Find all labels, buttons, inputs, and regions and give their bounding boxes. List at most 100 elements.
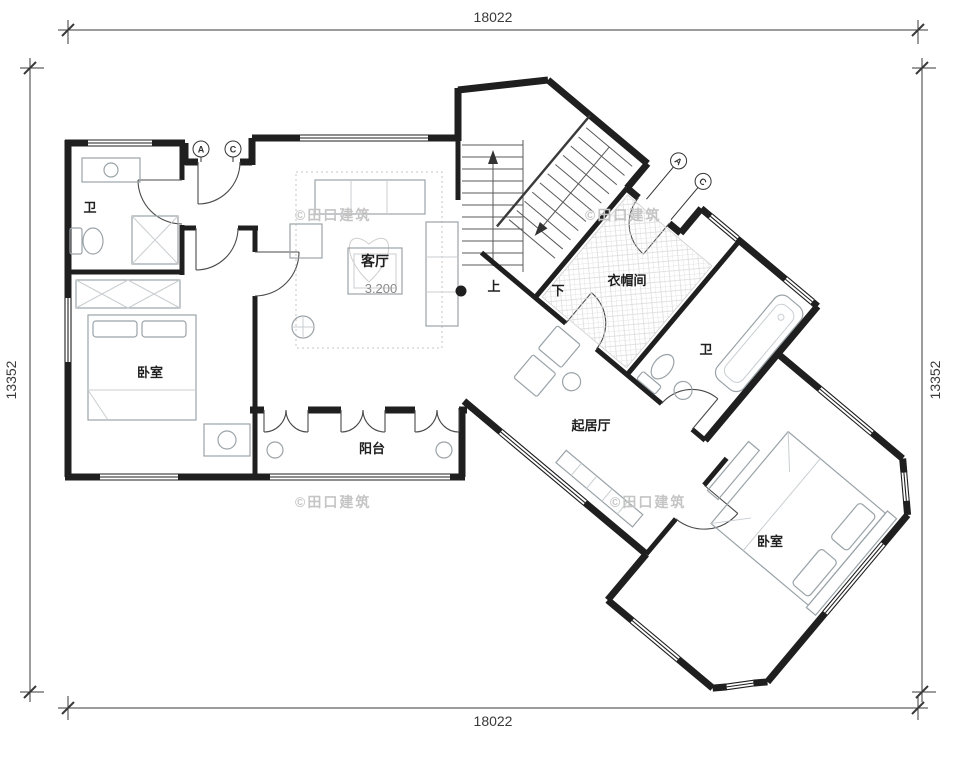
- toilet-bowl: [82, 227, 104, 255]
- room-label-bath-right: 卫: [699, 342, 712, 357]
- sideboard: [555, 449, 644, 528]
- wardrobe-hatch: [75, 279, 181, 309]
- dimension-right: 13352: [912, 58, 943, 702]
- interior-walls: [65, 140, 461, 477]
- stair-label-up: 上: [487, 279, 500, 294]
- coffee-table: [347, 247, 403, 295]
- section-mark-a: A: [673, 155, 685, 167]
- down-arrow-line: [540, 146, 610, 229]
- room-label-cloakroom: 衣帽间: [607, 273, 646, 288]
- dimension-left-value: 13352: [3, 360, 19, 399]
- stairs-down-flight: [496, 114, 633, 259]
- sideboard-detail: [570, 462, 628, 515]
- stairs-up-flight: [462, 140, 524, 272]
- section-mark-c: C: [230, 145, 237, 155]
- wing-interior-walls: [479, 186, 742, 556]
- dimension-top-value: 18022: [474, 9, 513, 25]
- wing-windows: [498, 213, 910, 691]
- sink: [673, 380, 693, 401]
- side-table: [561, 372, 582, 392]
- blanket-fold: [710, 431, 821, 551]
- dimension-bottom-value: 18022: [474, 713, 513, 729]
- column: [455, 285, 467, 297]
- cloakroom-floor-hatch: [541, 194, 713, 369]
- toilet-tank: [636, 371, 662, 395]
- toilet-tank: [69, 227, 83, 255]
- shower: [131, 215, 179, 265]
- watermarks: ©田口建筑 ©田口建筑 ©田口建筑 ©田口建筑: [295, 207, 686, 510]
- side-sofa: [425, 221, 459, 327]
- door-swing-arcs: [137, 161, 460, 433]
- side-sofa-cushions: [426, 256, 458, 293]
- room-labels: 卫 客厅 3.200 卧室 阳台 衣帽间 卫 起居厅 卧室 上 下: [83, 200, 783, 549]
- windows: [64, 134, 450, 481]
- level-annotation: 3.200: [365, 281, 398, 296]
- dimension-top: 18022: [58, 9, 928, 44]
- armchair: [289, 223, 323, 259]
- watermark: ©田口建筑: [585, 207, 661, 223]
- bed: [710, 430, 887, 607]
- armchair: [538, 325, 581, 368]
- right-wing: A C: [461, 77, 912, 692]
- room-label-balcony: 阳台: [359, 441, 385, 456]
- armchair: [513, 354, 556, 397]
- plant-leaves: [292, 316, 314, 338]
- vanity-counter: [81, 157, 141, 183]
- down-arrow-head: [534, 221, 548, 236]
- blanket-fold: [87, 389, 196, 421]
- door-leaves: [138, 162, 460, 432]
- section-marks-wing: A C: [646, 152, 712, 221]
- stair-label-down: 下: [551, 283, 564, 298]
- sink: [103, 162, 119, 178]
- sofa: [314, 179, 426, 215]
- pillow: [831, 503, 876, 551]
- bathroom-left-fixtures: [69, 157, 179, 265]
- wardrobe: [75, 279, 181, 309]
- section-mark-a: A: [198, 145, 205, 155]
- watermark: ©田口建筑: [295, 207, 371, 223]
- watermark: ©田口建筑: [295, 494, 371, 510]
- coffee-table-inner: [353, 253, 397, 289]
- up-arrow-head: [488, 150, 498, 164]
- desk: [203, 423, 251, 457]
- pillow: [92, 320, 138, 338]
- room-label-bedroom-left: 卧室: [137, 365, 163, 380]
- section-mark-c: C: [697, 176, 709, 188]
- room-label-bath-left: 卫: [83, 200, 96, 215]
- bathtub-drain: [777, 313, 785, 321]
- chair: [217, 430, 237, 450]
- pillow: [141, 320, 187, 338]
- plant-pot: [435, 441, 453, 459]
- dimension-left: 13352: [3, 58, 44, 702]
- toilet-bowl: [650, 353, 675, 380]
- sitting-room-furniture: [513, 325, 644, 528]
- bedroom-left-furniture: [75, 279, 251, 457]
- bedroom-right-furniture: [706, 430, 898, 617]
- bathroom-right-fixtures: [636, 294, 804, 401]
- exterior-walls: [64, 76, 549, 481]
- left-section: A C: [64, 76, 549, 481]
- wing-exterior-walls: [461, 77, 912, 692]
- bathtub: [714, 294, 804, 393]
- watermark: ©田口建筑: [610, 494, 686, 510]
- rug-heart-motif: [349, 237, 389, 283]
- room-label-living: 客厅: [360, 253, 389, 269]
- pillow: [792, 549, 837, 597]
- shower-hatch: [131, 215, 179, 265]
- plant-pot: [266, 441, 284, 459]
- sofa-cushions: [350, 180, 388, 214]
- rug: [295, 171, 443, 349]
- section-marks-entry: A C: [192, 140, 242, 162]
- bathtub-inner: [723, 303, 795, 383]
- headboard: [805, 510, 898, 617]
- bed: [87, 314, 197, 421]
- dimension-bottom: 18022: [58, 696, 928, 729]
- dimension-right-value: 13352: [927, 360, 943, 399]
- room-label-bedroom-right: 卧室: [757, 534, 783, 549]
- stair-divider: [496, 114, 592, 228]
- room-label-sitting-room: 起居厅: [570, 418, 610, 433]
- balcony-items: [266, 441, 453, 459]
- bench: [706, 440, 761, 501]
